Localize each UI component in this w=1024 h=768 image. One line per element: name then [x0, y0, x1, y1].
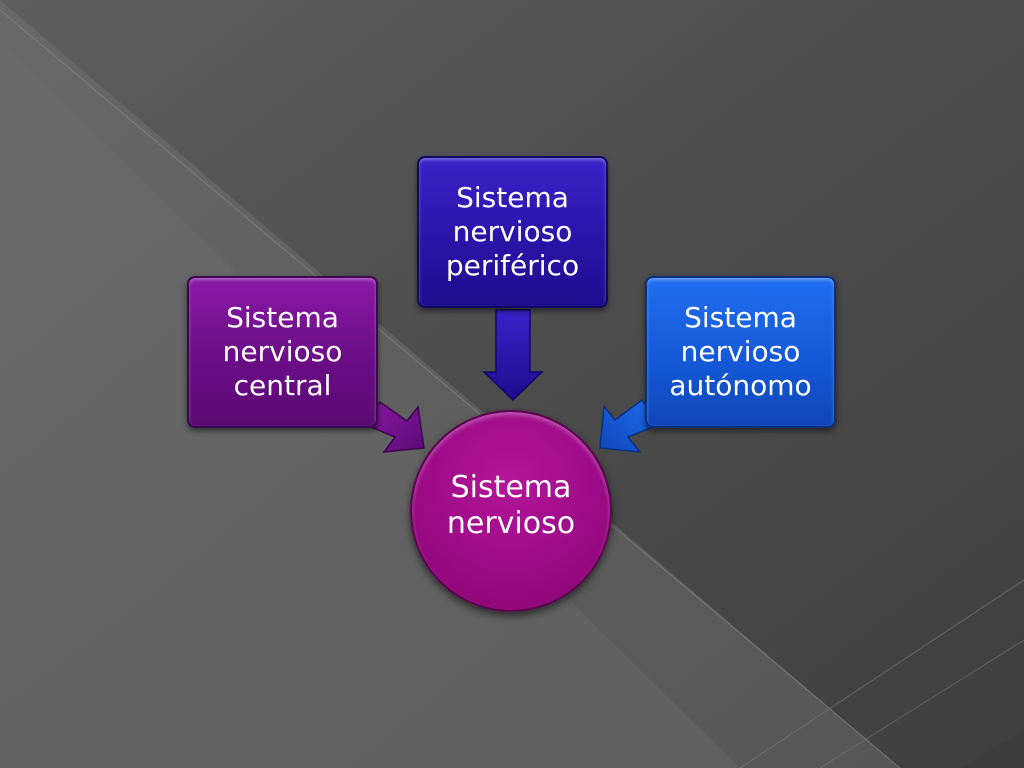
node-label: Sistema nervioso autónomo [669, 301, 812, 402]
node-sistema-nervioso-periferico: Sistema nervioso periférico [417, 156, 608, 308]
node-sistema-nervioso-autonomo: Sistema nervioso autónomo [645, 276, 836, 428]
arrow-central [362, 400, 425, 453]
node-label: Sistema nervioso central [222, 301, 343, 402]
node-label: Sistema nervioso periférico [445, 181, 580, 282]
center-node-sistema-nervioso: Sistema nervioso [410, 410, 612, 612]
node-sistema-nervioso-central: Sistema nervioso central [187, 276, 378, 428]
arrow-periferico [482, 309, 544, 402]
center-label: Sistema nervioso [446, 470, 576, 541]
